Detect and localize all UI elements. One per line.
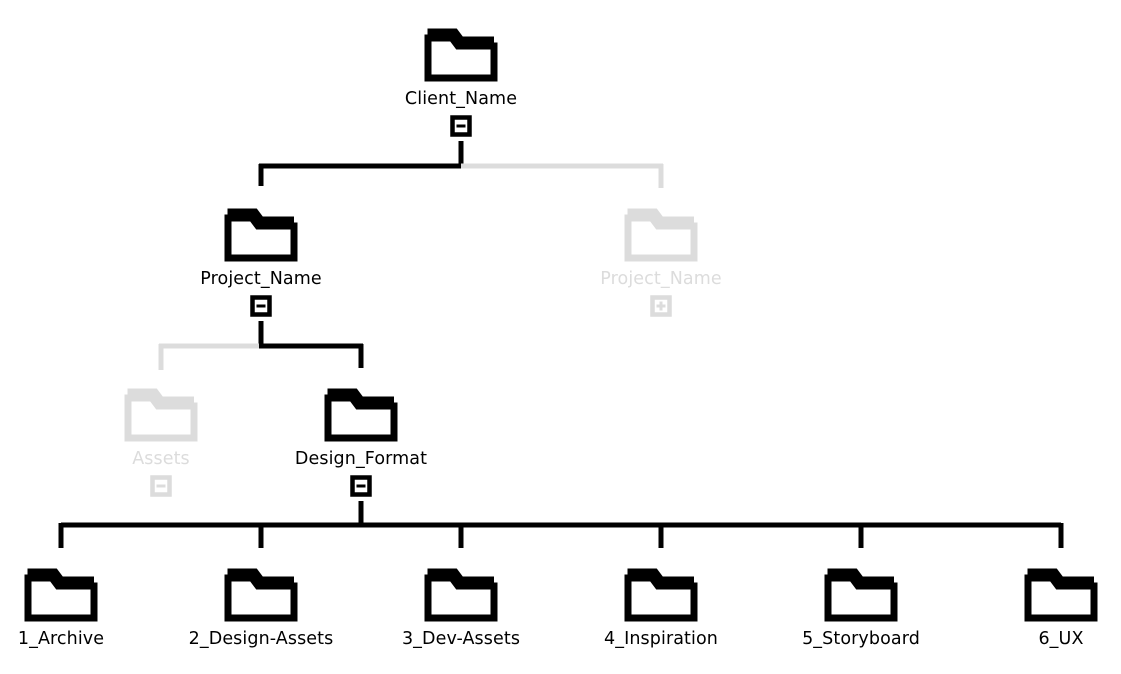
tree-node-label: Project_Name xyxy=(200,269,322,289)
tree-node-design-format[interactable]: Design_Format xyxy=(261,386,461,501)
minus-box-icon[interactable] xyxy=(261,475,461,501)
tree-node-assets[interactable]: Assets xyxy=(61,386,261,501)
minus-box-icon[interactable] xyxy=(161,295,361,321)
folder-icon xyxy=(561,206,761,266)
tree-node-5-storyboard[interactable]: 5_Storyboard xyxy=(761,566,961,648)
tree-node-label: Client_Name xyxy=(404,89,518,109)
tree-node-label: 2_Design-Assets xyxy=(188,629,334,649)
tree-node-1-archive[interactable]: 1_Archive xyxy=(0,566,161,648)
folder-icon xyxy=(161,206,361,266)
folder-icon xyxy=(961,566,1121,626)
folder-icon xyxy=(61,386,261,446)
tree-node-label: Project_Name xyxy=(600,269,722,289)
folder-icon xyxy=(761,566,961,626)
tree-node-3-dev-assets[interactable]: 3_Dev-Assets xyxy=(361,566,561,648)
tree-node-client-name[interactable]: Client_Name xyxy=(361,26,561,141)
folder-icon xyxy=(561,566,761,626)
tree-node-project-name-open[interactable]: Project_Name xyxy=(161,206,361,321)
tree-node-label: 6_UX xyxy=(1038,629,1084,649)
plus-box-icon[interactable] xyxy=(561,295,761,321)
tree-node-label: 5_Storyboard xyxy=(802,629,920,649)
tree-node-label: 3_Dev-Assets xyxy=(401,629,521,649)
folder-icon xyxy=(261,386,461,446)
tree-node-label: Assets xyxy=(132,449,190,469)
tree-node-2-design-assets[interactable]: 2_Design-Assets xyxy=(161,566,361,648)
tree-node-4-inspiration[interactable]: 4_Inspiration xyxy=(561,566,761,648)
tree-node-project-name-collapsed[interactable]: Project_Name xyxy=(561,206,761,321)
minus-box-icon[interactable] xyxy=(361,115,561,141)
minus-box-icon[interactable] xyxy=(61,475,261,501)
folder-icon xyxy=(0,566,161,626)
folder-icon xyxy=(161,566,361,626)
tree-node-6-ux[interactable]: 6_UX xyxy=(961,566,1121,648)
folder-icon xyxy=(361,26,561,86)
tree-node-label: Design_Format xyxy=(294,449,428,469)
tree-node-label: 1_Archive xyxy=(17,629,105,649)
tree-node-label: 4_Inspiration xyxy=(604,629,718,649)
folder-icon xyxy=(361,566,561,626)
